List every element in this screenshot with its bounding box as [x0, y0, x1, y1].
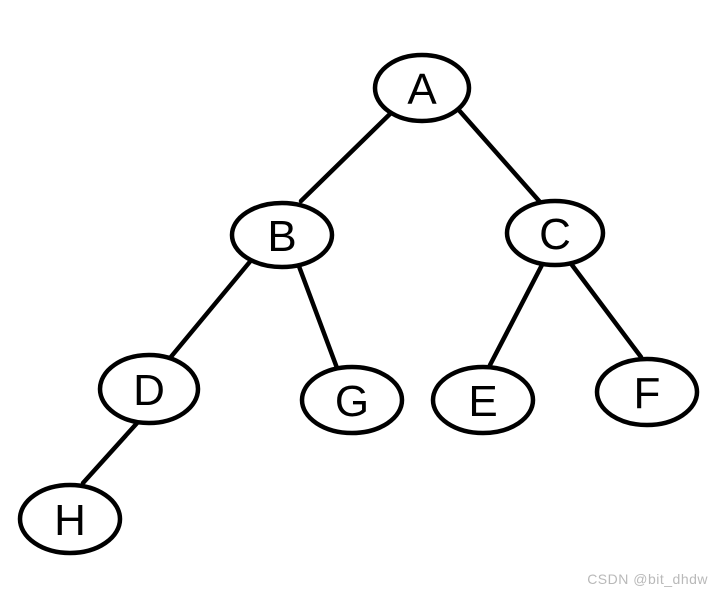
tree-edge-A-C [454, 105, 543, 205]
tree-edge-C-E [487, 260, 546, 368]
node-ellipse-E [430, 364, 536, 436]
node-label-D: D [133, 366, 165, 415]
tree-node-F: F [594, 356, 700, 428]
node-label-C: C [539, 210, 571, 259]
node-ellipse-A [372, 52, 472, 124]
node-ellipse-B [229, 200, 335, 270]
tree-edge-B-D [167, 255, 256, 361]
node-label-E: E [468, 377, 497, 426]
tree-node-A: A [372, 52, 472, 124]
tree-edge-C-F [569, 262, 644, 360]
node-label-B: B [267, 212, 296, 261]
node-label-G: G [335, 377, 369, 426]
tree-node-C: C [504, 198, 606, 268]
node-ellipse-C [504, 198, 606, 268]
node-label-H: H [54, 496, 86, 545]
node-label-F: F [634, 369, 661, 418]
tree-edge-B-G [294, 258, 340, 371]
tree-node-B: B [229, 200, 335, 270]
tree-edge-D-H [80, 419, 141, 486]
tree-node-H: H [17, 482, 123, 556]
node-label-A: A [407, 65, 437, 114]
node-ellipse-D [97, 352, 201, 426]
watermark: CSDN @bit_dhdw [587, 571, 708, 587]
node-ellipse-H [17, 482, 123, 556]
tree-edge-A-B [298, 109, 395, 204]
tree-node-D: D [97, 352, 201, 426]
tree-node-G: G [299, 364, 405, 436]
node-ellipse-F [594, 356, 700, 428]
tree-node-E: E [430, 364, 536, 436]
node-ellipse-G [299, 364, 405, 436]
